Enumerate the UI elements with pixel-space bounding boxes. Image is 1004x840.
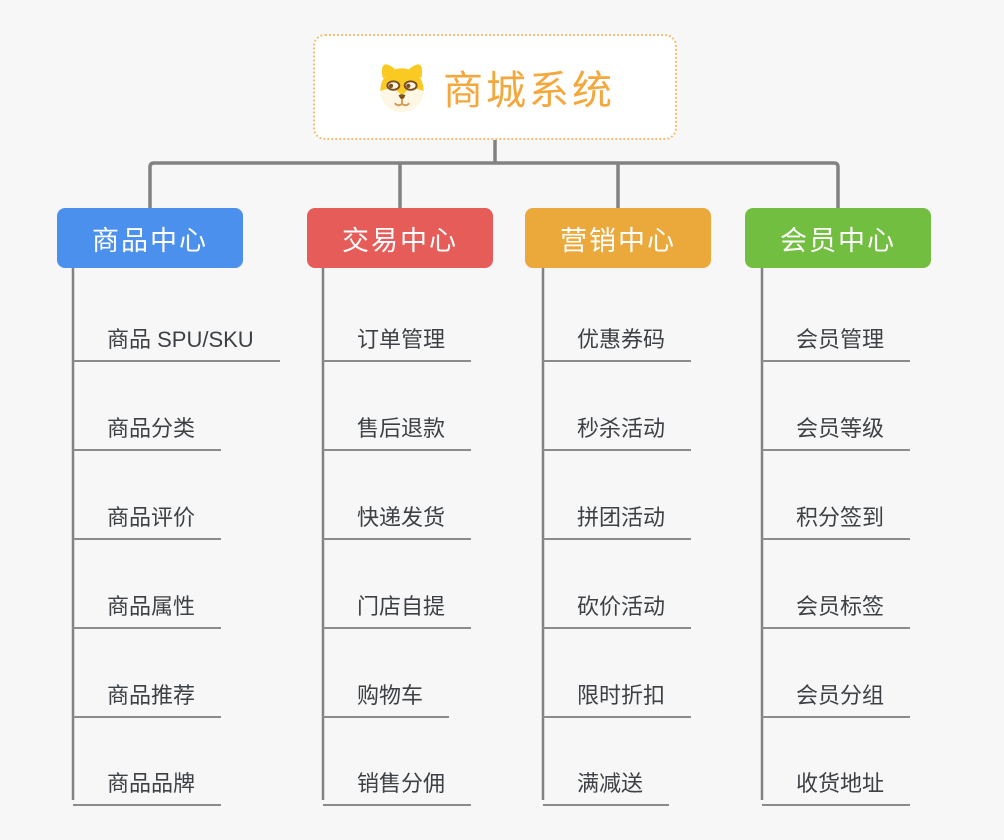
branch-trade-center[interactable]: 交易中心 xyxy=(307,208,493,268)
leaf-node[interactable]: 商品评价 xyxy=(73,498,222,540)
leaf-node[interactable]: 门店自提 xyxy=(323,587,472,629)
leaf-node[interactable]: 售后退款 xyxy=(323,409,472,451)
branch-rail-line xyxy=(148,161,840,209)
leaf-node[interactable]: 订单管理 xyxy=(323,320,472,362)
leaf-node[interactable]: 砍价活动 xyxy=(543,587,692,629)
leaf-node[interactable]: 积分签到 xyxy=(762,498,911,540)
leaf-node[interactable]: 商品属性 xyxy=(73,587,222,629)
leaf-node[interactable]: 满减送 xyxy=(543,764,670,806)
leaf-node[interactable]: 秒杀活动 xyxy=(543,409,692,451)
leaf-node[interactable]: 购物车 xyxy=(323,676,450,718)
branch-label: 交易中心 xyxy=(342,225,458,256)
leaf-node[interactable]: 商品品牌 xyxy=(73,764,222,806)
branch-product-center[interactable]: 商品中心 xyxy=(57,208,243,268)
leaf-node[interactable]: 销售分佣 xyxy=(323,764,472,806)
leaf-node[interactable]: 会员等级 xyxy=(762,409,911,451)
leaf-node[interactable]: 会员分组 xyxy=(762,676,911,718)
branch-member-center[interactable]: 会员中心 xyxy=(745,208,931,268)
branch-label: 商品中心 xyxy=(92,225,208,256)
leaf-node[interactable]: 快递发货 xyxy=(323,498,472,540)
leaf-node[interactable]: 商品推荐 xyxy=(73,676,222,718)
branch-marketing-center[interactable]: 营销中心 xyxy=(525,208,711,268)
shiba-dog-icon xyxy=(375,62,429,112)
leaf-node[interactable]: 商品分类 xyxy=(73,409,222,451)
root-node[interactable]: 商城系统 xyxy=(313,34,677,140)
leaf-node[interactable]: 收货地址 xyxy=(762,764,911,806)
leaf-node[interactable]: 会员管理 xyxy=(762,320,911,362)
leaf-node[interactable]: 商品 SPU/SKU xyxy=(73,320,280,362)
root-title: 商城系统 xyxy=(443,69,615,113)
leaf-node[interactable]: 会员标签 xyxy=(762,587,911,629)
leaf-node[interactable]: 限时折扣 xyxy=(543,676,692,718)
leaf-node[interactable]: 拼团活动 xyxy=(543,498,692,540)
branch-label: 营销中心 xyxy=(560,225,676,256)
leaf-node[interactable]: 优惠券码 xyxy=(543,320,692,362)
branch-label: 会员中心 xyxy=(780,225,896,256)
